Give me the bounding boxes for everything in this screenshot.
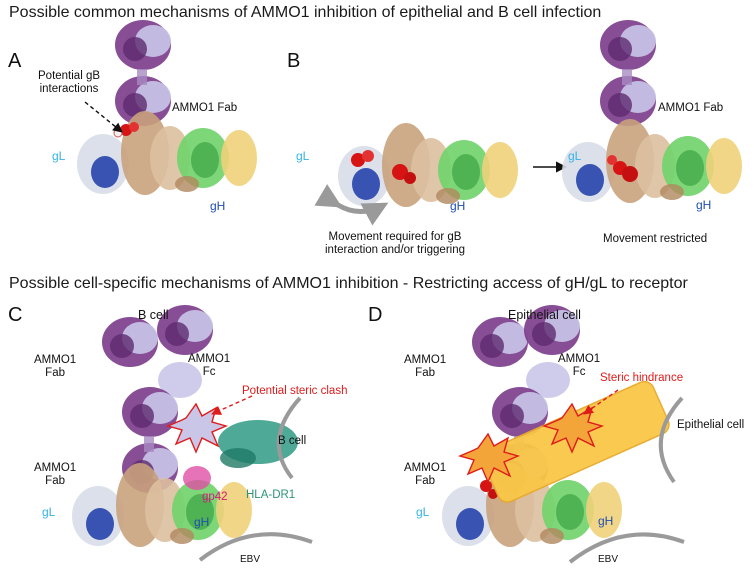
panel-d-gh-label: gH	[598, 514, 614, 528]
panel-c-gp42-label: gp42	[202, 491, 228, 503]
panel-d-ebv-label: EBV	[598, 554, 619, 565]
panel-c-gh-label: gH	[194, 515, 210, 529]
panel-c-fab-top-label: AMMO1 Fab	[34, 354, 77, 380]
panel-c-hla-dr1-label: HLA-DR1	[246, 489, 296, 501]
panel-a-structure	[77, 20, 257, 195]
panel-c-gl-label: gL	[42, 505, 56, 519]
panel-c-fc-label: AMMO1 Fc	[188, 353, 231, 379]
heading-cell-specific-mechanisms: Possible cell-specific mechanisms of AMM…	[9, 275, 688, 292]
panel-c-steric-clash-label: Potential steric clash	[242, 385, 348, 397]
panel-d-letter: D	[368, 304, 383, 326]
panel-d-steric-hindrance-label: Steric hindrance	[600, 372, 684, 384]
panel-b-right-structure	[562, 20, 742, 203]
panel-a-gl-label: gL	[52, 149, 66, 163]
panel-c-structure	[72, 305, 313, 562]
panel-d-structure	[442, 305, 685, 564]
panel-b-right-gl-label: gL	[568, 149, 582, 163]
panel-b-right-gh-label: gH	[696, 198, 712, 212]
panel-a-gb-interactions-label: Potential gB interactions	[38, 70, 101, 96]
panel-c-ebv-label: EBV	[240, 554, 261, 565]
panel-c-fab-bottom-label: AMMO1 Fab	[34, 462, 77, 488]
heading-common-mechanisms: Possible common mechanisms of AMMO1 inhi…	[9, 4, 602, 21]
panel-b-fab-label: AMMO1 Fab	[658, 102, 724, 114]
panel-a-fab-label: AMMO1 Fab	[172, 102, 238, 114]
panel-b-movement-required-caption: Movement required for gB interaction and…	[325, 231, 465, 257]
panel-b-left-structure	[314, 123, 518, 226]
panel-d-fc-label: AMMO1 Fc	[558, 353, 601, 379]
panel-a-gh-label: gH	[210, 199, 226, 213]
panel-b-left-gl-label: gL	[296, 149, 310, 163]
panel-d-epithelial-cell-label: Epithelial cell	[677, 419, 745, 431]
panel-b-left-gh-label: gH	[450, 199, 466, 213]
panel-a-letter: A	[8, 50, 22, 72]
panel-d-title: Epithelial cell	[508, 308, 581, 322]
panel-d-fab-bottom-label: AMMO1 Fab	[404, 462, 447, 488]
panel-b-movement-restricted-caption: Movement restricted	[603, 233, 708, 245]
panel-d-gl-label: gL	[416, 505, 430, 519]
panel-c-b-cell-label: B cell	[278, 435, 307, 447]
panel-c-title: B cell	[138, 308, 169, 322]
panel-b-letter: B	[287, 50, 301, 72]
panel-d-fab-top-label: AMMO1 Fab	[404, 354, 447, 380]
panel-c-letter: C	[8, 304, 23, 326]
